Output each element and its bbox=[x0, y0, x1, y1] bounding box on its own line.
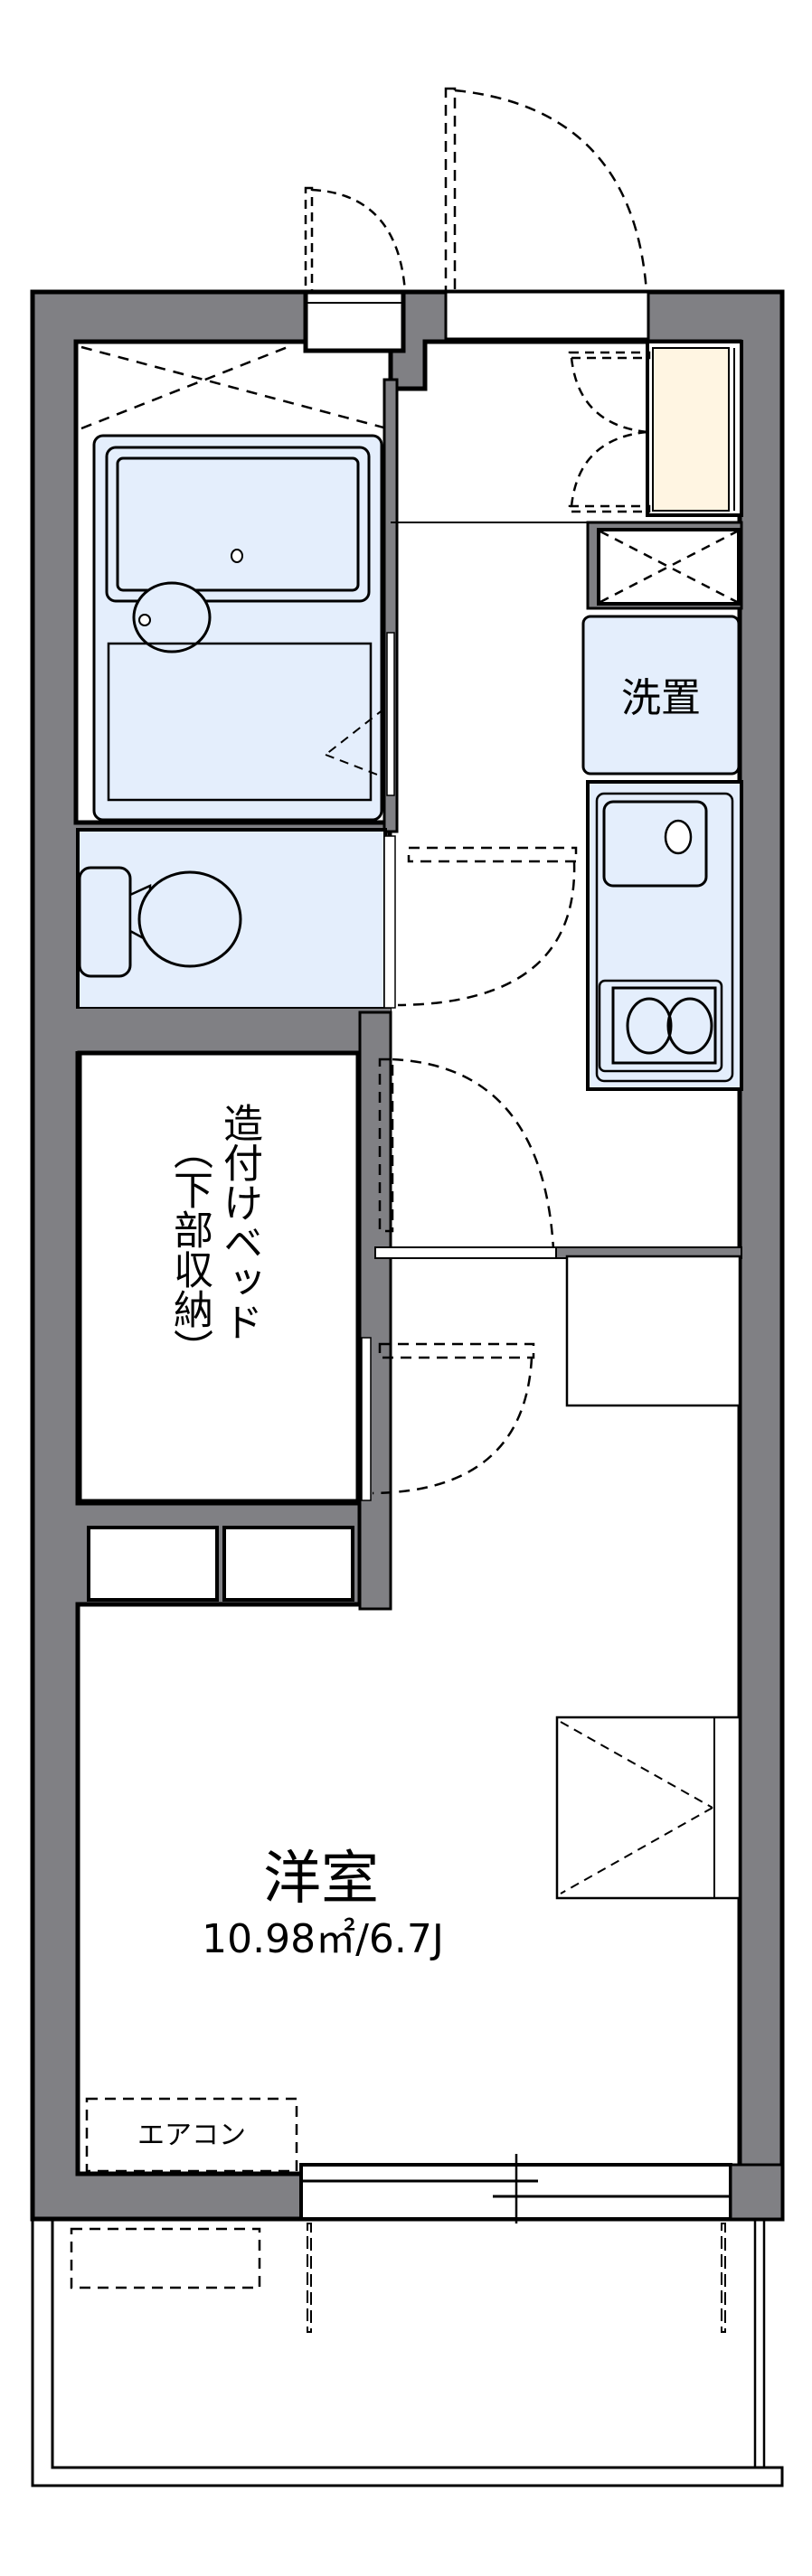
burner-left bbox=[626, 997, 673, 1055]
kitchen bbox=[586, 780, 743, 1091]
toilet-room bbox=[76, 828, 396, 1011]
washbasin bbox=[132, 581, 212, 653]
toilet-door-swing bbox=[397, 846, 578, 1007]
balcony bbox=[31, 2219, 784, 2487]
built-in-bed-closet bbox=[77, 1050, 361, 1504]
entrance-door-swing bbox=[444, 87, 648, 294]
room-area: 10.98㎡/6.7J bbox=[202, 1916, 444, 1962]
washer-label: 洗置 bbox=[621, 675, 701, 721]
shoebox bbox=[646, 340, 743, 517]
upper-storage bbox=[597, 528, 741, 606]
closet-door-swing bbox=[372, 1342, 535, 1495]
closet-label-line2: （下部収納） bbox=[166, 1130, 212, 1368]
loft-hatch bbox=[555, 1716, 741, 1900]
balcony-window bbox=[299, 2154, 732, 2223]
meter-door-swing bbox=[304, 186, 407, 294]
outdoor-unit bbox=[70, 2227, 261, 2289]
washer-space: 洗置 bbox=[581, 615, 741, 776]
toilet-bowl bbox=[137, 870, 242, 968]
bathtub bbox=[105, 446, 371, 603]
storage-shelves bbox=[87, 1526, 354, 1602]
aircon-label: エアコン bbox=[137, 2120, 246, 2151]
bathroom bbox=[80, 345, 388, 822]
aircon: エアコン bbox=[85, 2097, 298, 2173]
entrance-opening bbox=[444, 290, 650, 341]
toilet-tank bbox=[78, 866, 132, 978]
room-name: 洋室 bbox=[263, 1846, 379, 1913]
closet-label-line1: 造付けベッド bbox=[216, 1103, 262, 1341]
hall-door-swing bbox=[378, 1058, 555, 1250]
fridge-space bbox=[565, 1255, 741, 1407]
stove bbox=[598, 979, 723, 1073]
meter-box bbox=[303, 289, 406, 353]
shoebox-door-swing bbox=[568, 351, 651, 513]
burner-right bbox=[666, 997, 713, 1055]
